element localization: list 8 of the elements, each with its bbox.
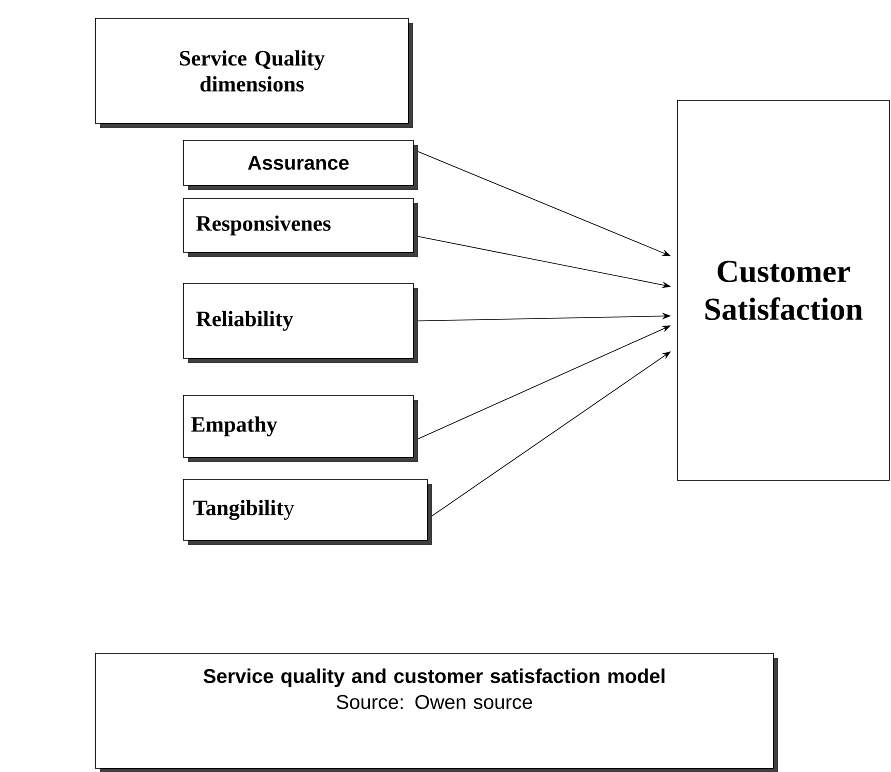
heading-box: Service Quality dimensions <box>95 18 413 128</box>
dimension-box: Assurance <box>183 140 418 190</box>
caption-box: Service quality and customer satisfaction model Source: Owen source <box>95 653 778 772</box>
dimension-box: Responsivenes <box>183 198 418 257</box>
dimension-box: Tangibility <box>183 479 432 545</box>
outcome-box: Customer Satisfaction <box>677 100 890 481</box>
dimension-box: Empathy <box>183 395 418 462</box>
dimension-box: Reliability <box>183 283 418 363</box>
